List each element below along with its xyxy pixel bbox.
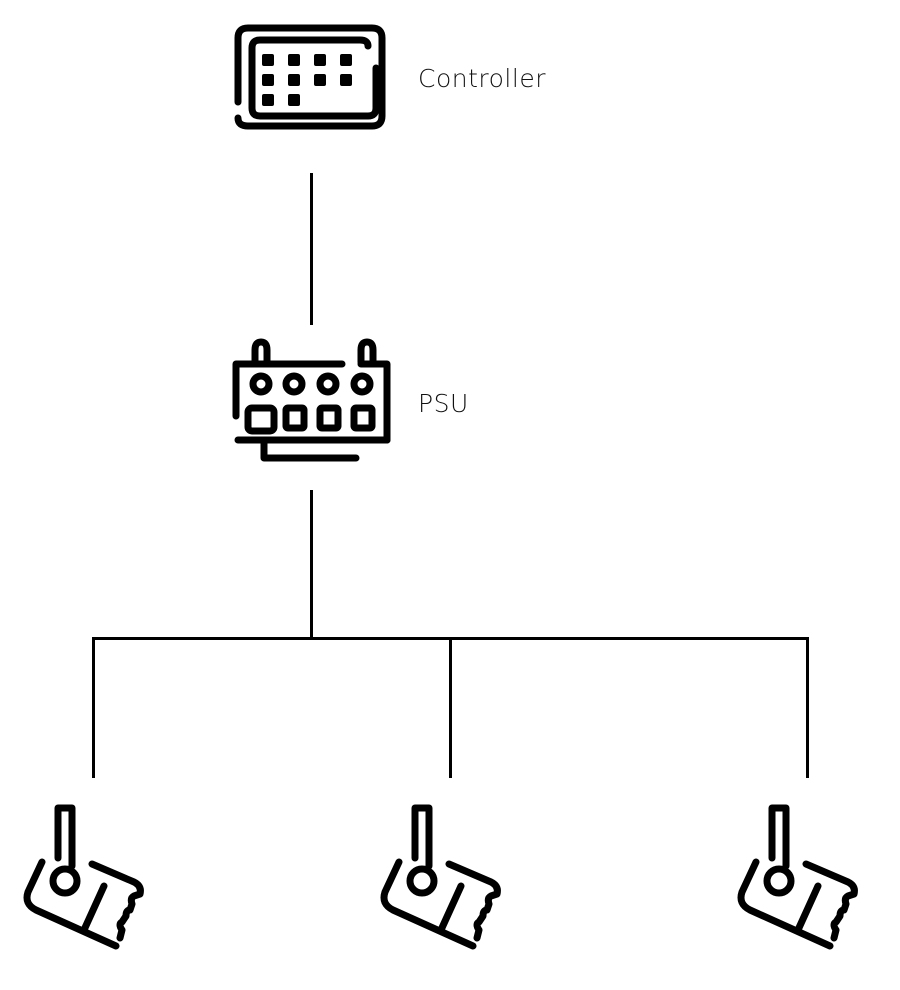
stage-light-icon: [737, 804, 858, 950]
wire-drop-fixture-1: [92, 637, 95, 778]
controller-label: Controller: [418, 64, 546, 93]
stage-light-icon: [23, 804, 144, 950]
fixture-node-2: [377, 800, 507, 950]
wire-drop-fixture-3: [806, 637, 809, 778]
controller-node: [232, 24, 388, 130]
power-supply-icon: [232, 338, 391, 462]
psu-label: PSU: [418, 389, 469, 418]
wire-controller-to-psu: [310, 173, 313, 325]
wire-drop-fixture-2: [449, 637, 452, 778]
fixture-node-1: [20, 800, 150, 950]
psu-node: [230, 336, 394, 466]
stage-light-icon: [380, 804, 501, 950]
controller-panel-icon: [234, 24, 386, 130]
fixture-node-3: [734, 800, 864, 950]
wire-psu-to-bus: [310, 490, 313, 640]
